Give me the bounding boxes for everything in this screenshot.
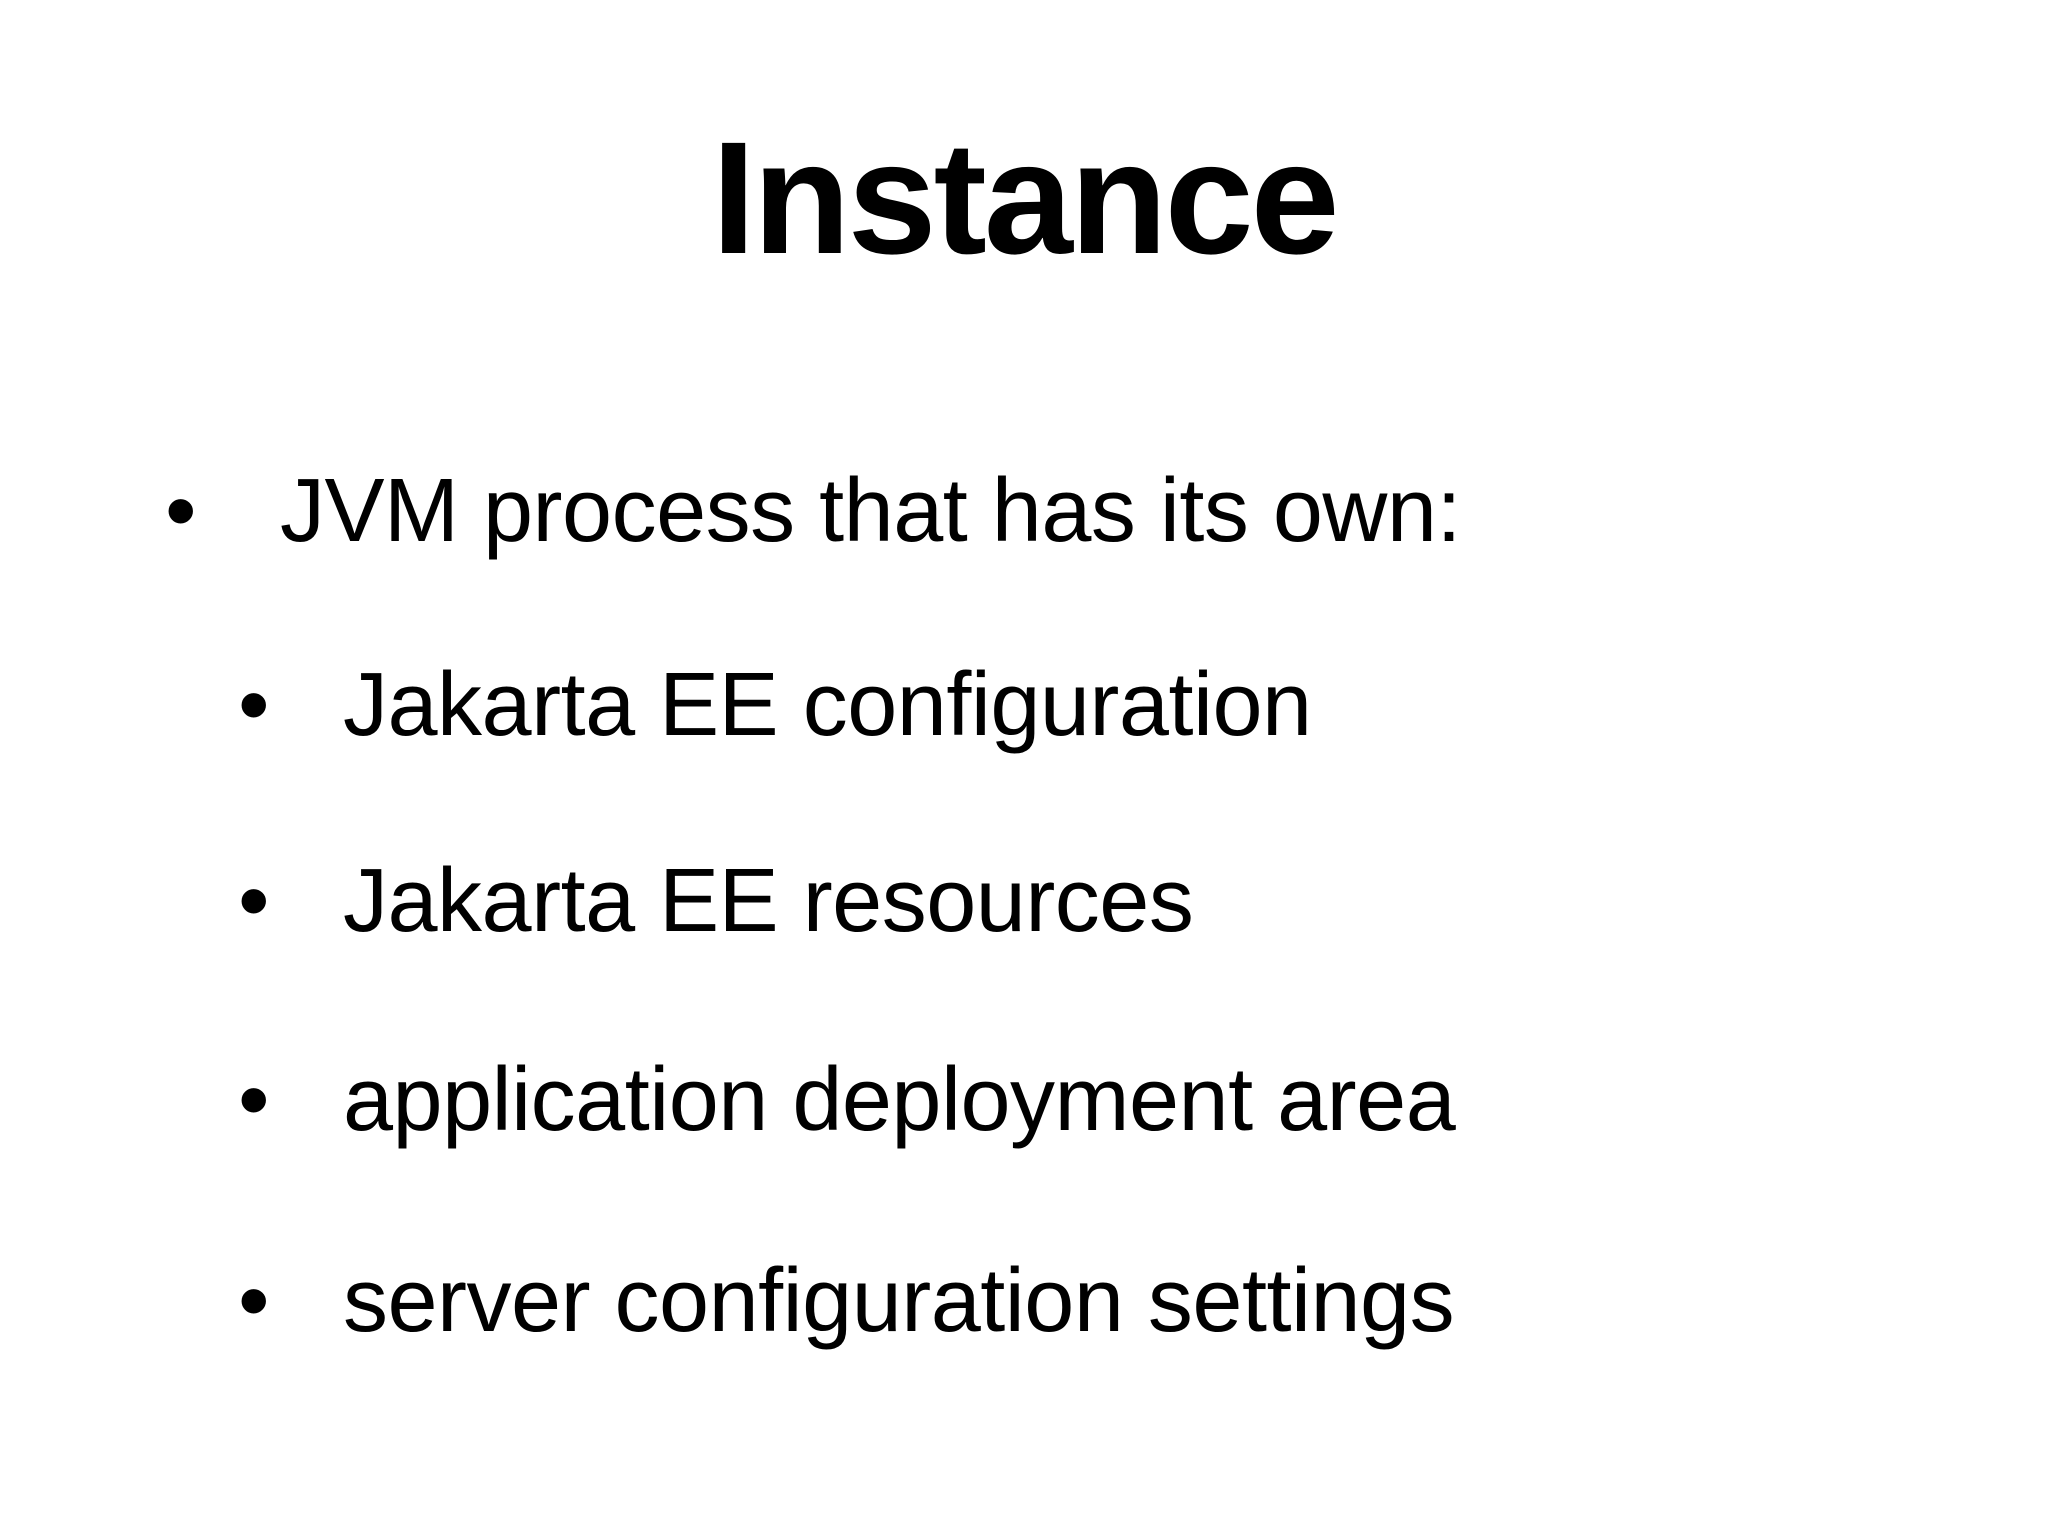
bullet-text: Jakarta EE configuration (343, 655, 1312, 755)
bullet-text: JVM process that has its own: (280, 461, 1462, 561)
bullet-item: • JVM process that has its own: (0, 462, 2048, 561)
bullet-item: • Jakarta EE resources (0, 852, 2048, 951)
bullet-item: • Jakarta EE configuration (0, 656, 2048, 755)
bullet-item: • server configuration settings (0, 1252, 2048, 1351)
bullet-marker: • (238, 1050, 270, 1150)
bullet-marker: • (238, 1251, 270, 1351)
bullet-item: • application deployment area (0, 1051, 2048, 1150)
slide-title: Instance (711, 108, 1339, 287)
bullet-text: Jakarta EE resources (343, 851, 1194, 951)
bullet-marker: • (165, 461, 197, 561)
bullet-text: application deployment area (343, 1050, 1456, 1150)
bullet-text: server configuration settings (343, 1251, 1455, 1351)
bullet-marker: • (238, 655, 270, 755)
bullet-marker: • (238, 851, 270, 951)
